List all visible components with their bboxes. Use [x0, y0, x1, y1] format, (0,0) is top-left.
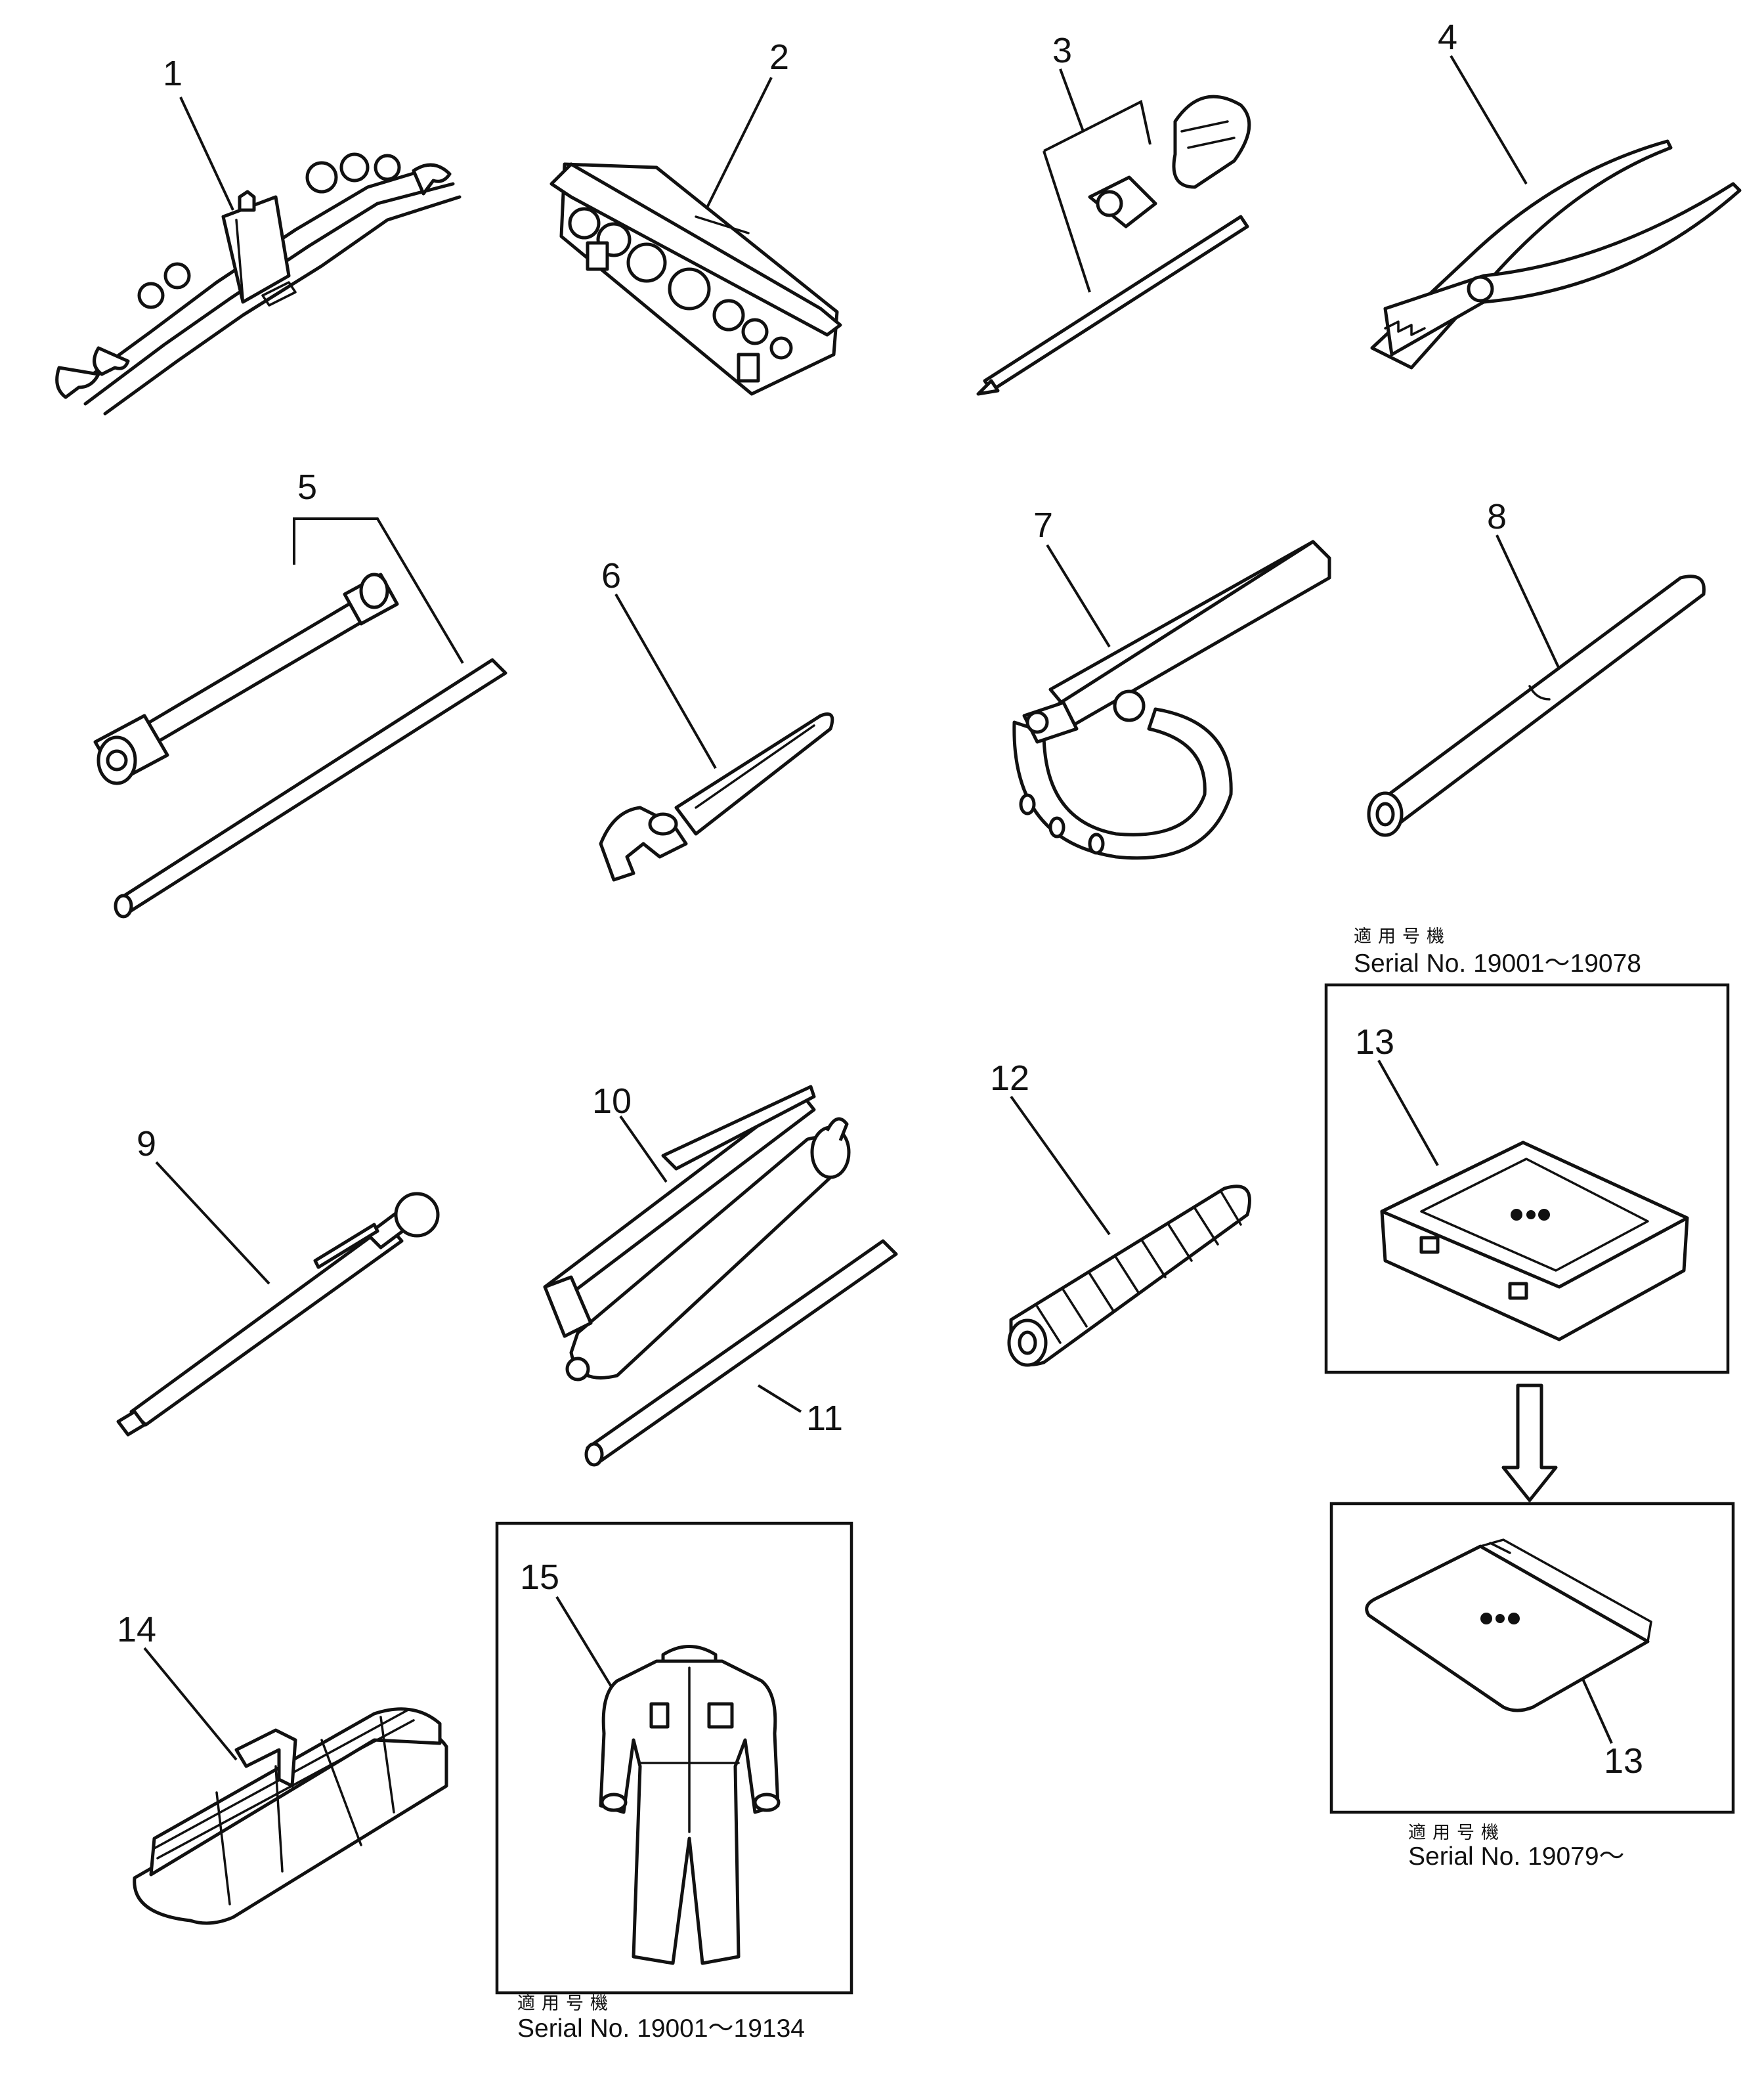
extension-pipe-illustration: 8: [1367, 497, 1706, 837]
tool-bag-illustration: 14: [117, 1610, 448, 1925]
screwdriver-illustration: 3: [976, 31, 1251, 396]
grease-gun-illustration: 10 11: [543, 1081, 898, 1467]
callout-2: 2: [769, 37, 789, 77]
wrench-set-illustration: 1: [55, 54, 462, 416]
toolbox-new-serial: Serial No. 19079～: [1408, 1842, 1625, 1871]
box-wrench-illustration: 5: [93, 468, 507, 919]
callout-1: 1: [163, 54, 183, 93]
callout-14: 14: [117, 1610, 156, 1649]
callout-9: 9: [137, 1124, 156, 1164]
pliers-illustration: 4: [1370, 18, 1742, 370]
coverall-group: 15 適用号機 Serial No. 19001～19134: [495, 1521, 853, 2043]
toolbox-old-heading: 適用号機: [1354, 926, 1451, 947]
callout-3: 3: [1052, 31, 1072, 70]
callout-12: 12: [990, 1058, 1029, 1098]
coverall-serial: Serial No. 19001～19134: [517, 2014, 805, 2043]
coverall-frame: [495, 1521, 853, 1995]
callout-13-new: 13: [1604, 1741, 1643, 1781]
callout-13-old: 13: [1355, 1022, 1394, 1062]
toolbox-new-frame: [1329, 1502, 1735, 1814]
pressure-gauge-illustration: 9: [116, 1124, 440, 1437]
callout-6: 6: [601, 556, 621, 596]
toolbox-old-serial: Serial No. 19001～19078: [1354, 949, 1641, 978]
callout-7: 7: [1033, 506, 1053, 545]
down-arrow-icon: [1501, 1383, 1558, 1502]
callout-15: 15: [520, 1557, 559, 1597]
filter-wrench-illustration: 7: [1012, 506, 1331, 860]
toolbox-old-group: 適用号機 Serial No. 19001～19078 13: [1324, 926, 1730, 1374]
callout-8: 8: [1487, 497, 1507, 536]
toolbox-old-frame: [1324, 983, 1730, 1374]
toolbox-new-group: 13 適用号機 Serial No. 19079～: [1329, 1502, 1735, 1871]
socket-set-illustration: 2: [549, 37, 842, 396]
callout-11: 11: [806, 1399, 843, 1438]
coverall-heading: 適用号機: [517, 1993, 614, 2014]
callout-10: 10: [592, 1081, 632, 1121]
adjustable-wrench-illustration: 6: [599, 556, 834, 882]
toolbox-new-heading: 適用号機: [1408, 1823, 1505, 1843]
spring-coil-illustration: 12: [990, 1058, 1251, 1367]
callout-4: 4: [1438, 18, 1457, 57]
callout-5: 5: [297, 468, 317, 507]
